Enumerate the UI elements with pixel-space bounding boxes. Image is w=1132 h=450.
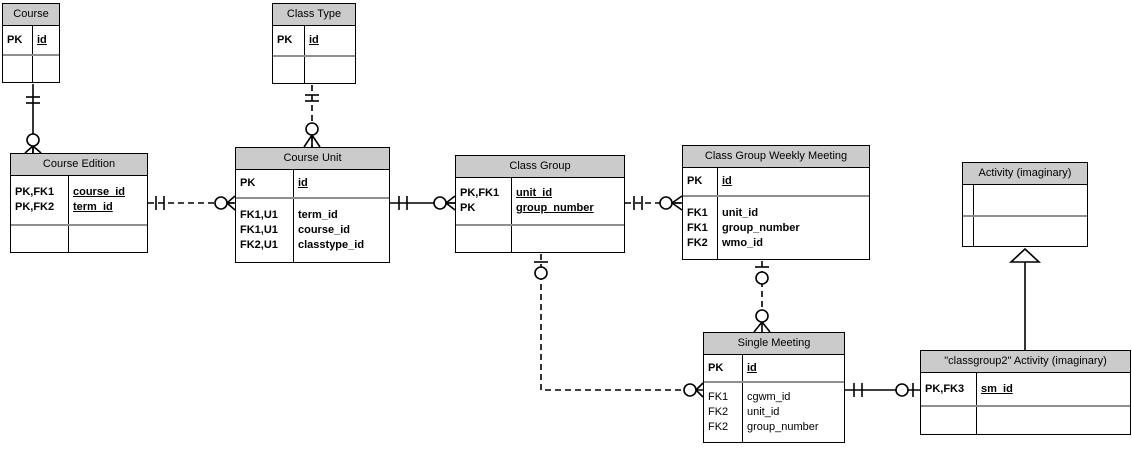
attr-name: course_id <box>73 186 125 198</box>
key-label: PK <box>687 175 703 187</box>
attr-name: unit_id <box>747 406 780 418</box>
attr-name: term_id <box>73 201 113 213</box>
attr-name: id <box>309 34 319 46</box>
empty-pk-section <box>963 185 1087 215</box>
entity-single-meeting[interactable]: Single Meeting PK id FK1 FK2 FK2 cgwm_id… <box>703 332 845 443</box>
key-label: FK2,U1 <box>240 239 278 251</box>
key-label: PK <box>708 361 724 374</box>
empty-attr-section <box>3 54 59 82</box>
entity-course[interactable]: Course PK id <box>2 3 60 83</box>
empty-attr-section <box>273 55 355 83</box>
key-label: FK1,U1 <box>240 209 278 221</box>
attr-name: id <box>37 33 47 46</box>
key-label: FK2 <box>687 236 708 249</box>
entity-course-edition[interactable]: Course Edition PK,FK1 PK,FK2 course_id t… <box>10 153 148 253</box>
rel-class-group-single-meeting <box>534 254 704 398</box>
attr-name: term_id <box>298 209 338 221</box>
key-label: PK,FK1 <box>460 187 500 199</box>
entity-course-unit[interactable]: Course Unit PK id FK1,U1 FK1,U1 FK2,U1 t… <box>235 147 390 263</box>
rel-course-unit-class-group <box>390 195 456 211</box>
entity-class-group[interactable]: Class Group PK,FK1 PK unit_id group_numb… <box>455 155 625 253</box>
attr-name: group_number <box>516 202 594 214</box>
attr-name: id <box>747 361 757 374</box>
entity-classgroup2-activity-title: "classgroup2" Activity (imaginary) <box>921 351 1130 373</box>
empty-attr-section <box>456 224 624 252</box>
attr-name: group_number <box>747 421 819 433</box>
key-label: PK,FK2 <box>15 201 55 213</box>
key-label: FK2 <box>708 406 729 418</box>
attr-name: wmo_id <box>722 236 763 249</box>
rel-class-group-cgwm <box>625 195 683 211</box>
rel-single-meeting-cg2-activity <box>845 383 920 397</box>
attr-name: unit_id <box>516 187 553 199</box>
key-label: FK1 <box>687 221 708 234</box>
empty-attr-section <box>921 405 1130 434</box>
key-label: FK2 <box>708 421 729 433</box>
entity-classgroup2-activity[interactable]: "classgroup2" Activity (imaginary) PK,FK… <box>920 350 1131 435</box>
rel-course-course-edition <box>24 84 42 154</box>
key-label: FK1 <box>708 391 729 403</box>
entity-class-type-title: Class Type <box>273 4 355 26</box>
entity-course-unit-title: Course Unit <box>236 148 389 170</box>
entity-activity-title: Activity (imaginary) <box>963 163 1087 185</box>
key-label: FK1 <box>687 206 708 219</box>
attr-name: classtype_id <box>298 239 365 251</box>
key-label: PK <box>240 177 256 189</box>
attr-name: id <box>722 175 732 187</box>
attr-name: group_number <box>722 221 800 234</box>
key-label: PK <box>277 34 293 46</box>
key-label: FK1,U1 <box>240 224 278 236</box>
entity-class-type[interactable]: Class Type PK id <box>272 3 356 84</box>
entity-activity-imaginary[interactable]: Activity (imaginary) <box>962 162 1088 247</box>
rel-class-type-course-unit <box>303 85 321 148</box>
rel-inheritance-activity <box>1008 247 1042 351</box>
entity-cgwm-title: Class Group Weekly Meeting <box>683 146 869 168</box>
attr-name: unit_id <box>722 206 759 219</box>
attr-name: sm_id <box>981 382 1013 395</box>
rel-cgwm-single-meeting <box>753 261 771 333</box>
entity-course-edition-title: Course Edition <box>11 154 147 176</box>
entity-class-group-weekly-meeting[interactable]: Class Group Weekly Meeting PK id FK1 FK1… <box>682 145 870 260</box>
entity-course-title: Course <box>3 4 59 26</box>
key-label: PK <box>460 202 476 214</box>
attr-name: id <box>298 177 308 189</box>
key-label: PK,FK1 <box>15 186 55 198</box>
empty-attr-section <box>963 215 1087 246</box>
key-label: PK <box>7 33 23 46</box>
entity-single-meeting-title: Single Meeting <box>704 333 844 355</box>
rel-course-edition-course-unit <box>148 195 236 211</box>
empty-attr-section <box>11 224 147 252</box>
attr-name: cgwm_id <box>747 391 791 403</box>
key-label: PK,FK3 <box>925 382 965 395</box>
attr-name: course_id <box>298 224 350 236</box>
entity-class-group-title: Class Group <box>456 156 624 178</box>
